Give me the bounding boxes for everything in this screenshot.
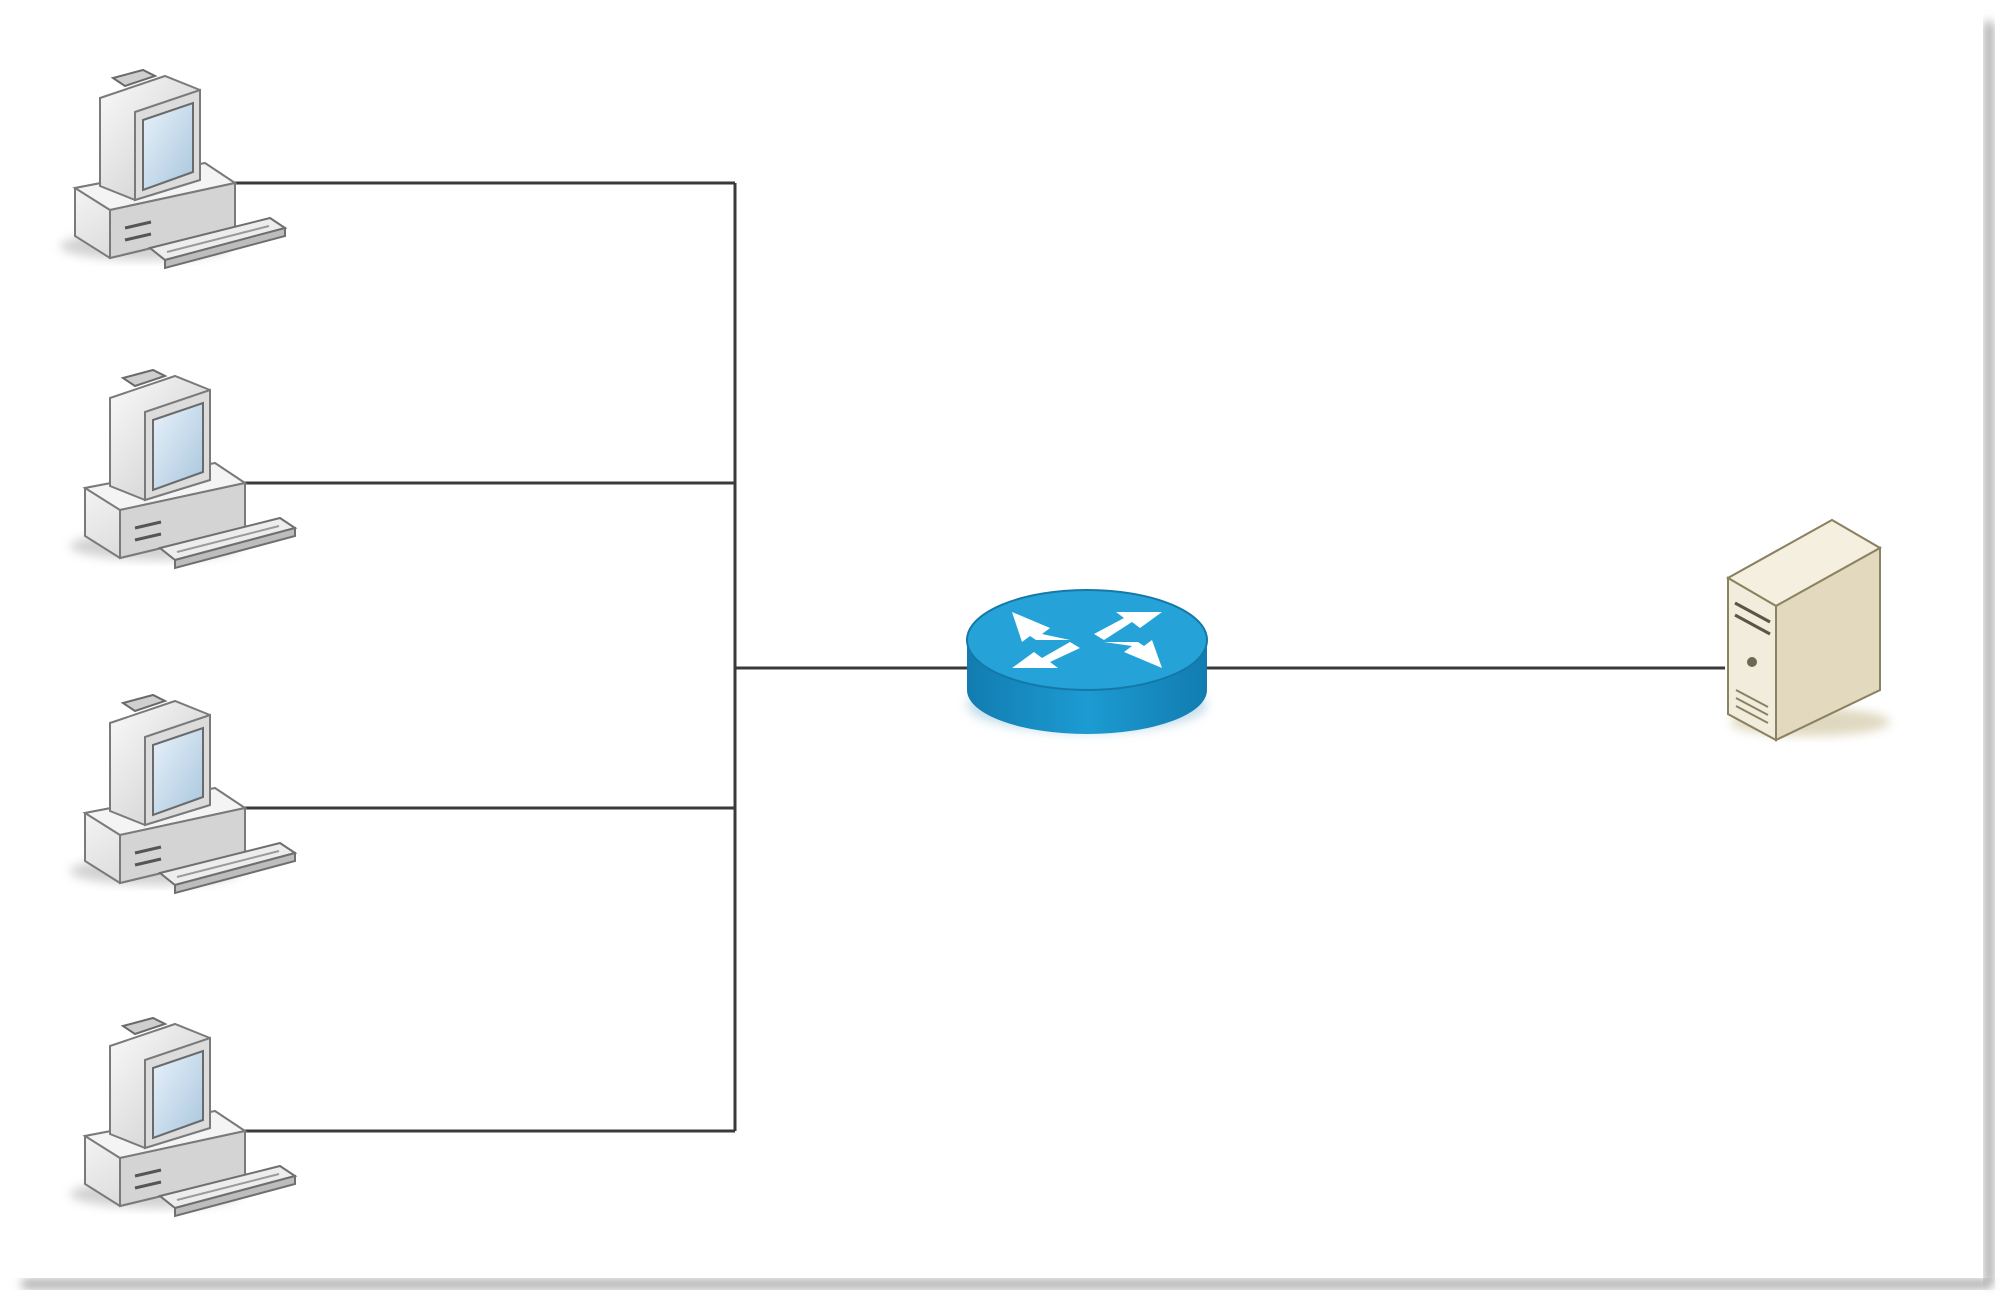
- desktop-computer-icon: [70, 370, 295, 568]
- frame-shadow-right: [1985, 22, 1993, 1284]
- router-icon: [966, 589, 1208, 734]
- frame-shadow-bottom: [22, 1280, 1990, 1288]
- desktop-computer-icon: [70, 1018, 295, 1216]
- desktop-computer-icon: [70, 695, 295, 893]
- tower-server-icon: [1725, 518, 1890, 742]
- desktop-computer-icon: [60, 70, 285, 268]
- links: [225, 181, 1725, 1133]
